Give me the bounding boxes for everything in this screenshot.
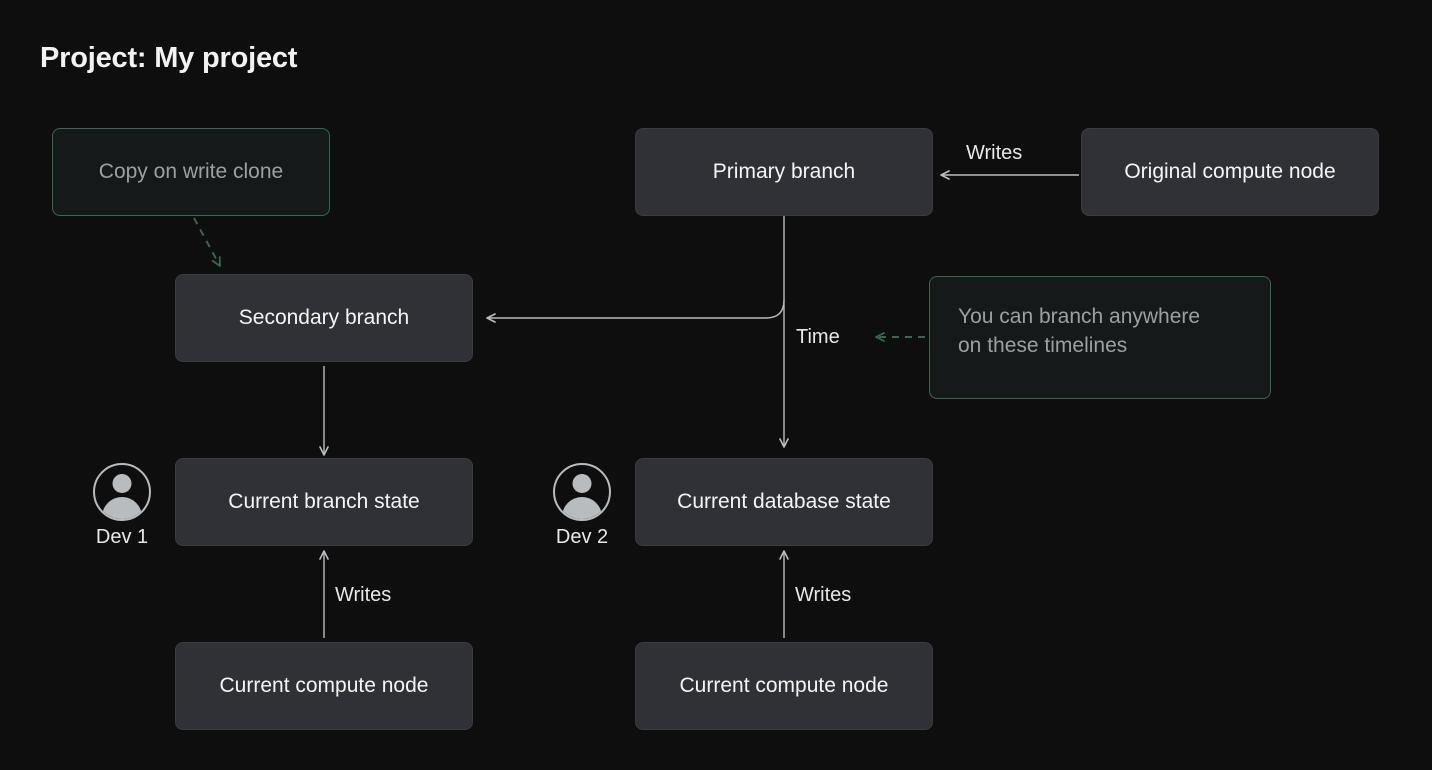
node-current-branch-state[interactable]: Current branch state [175, 458, 473, 546]
avatar-body-shape [562, 497, 602, 519]
page-title: Project: My project [40, 42, 298, 74]
node-primary-branch[interactable]: Primary branch [635, 128, 933, 216]
avatar-group-dev-2: Dev 2 [553, 463, 611, 549]
edge-label-time: Time [796, 326, 840, 348]
edge-clone-to-secondary-branch [193, 217, 221, 267]
edge-label-writes-right: Writes [795, 584, 852, 606]
avatar-head-shape [112, 474, 132, 493]
node-current-compute-node-right[interactable]: Current compute node [635, 642, 933, 730]
edge-label-writes-top: Writes [966, 142, 1023, 164]
edge-label-writes-left: Writes [335, 584, 392, 606]
edge-primary-to-secondary-branch [486, 299, 785, 323]
node-current-database-state[interactable]: Current database state [635, 458, 933, 546]
node-original-compute-node[interactable]: Original compute node [1081, 128, 1379, 216]
node-copy-on-write-clone[interactable]: Copy on write clone [52, 128, 330, 216]
avatar-body-shape [102, 497, 142, 519]
avatar-label-dev-1: Dev 1 [95, 526, 149, 548]
avatar-head-shape [572, 474, 592, 493]
node-secondary-branch[interactable]: Secondary branch [175, 274, 473, 362]
avatar-label-dev-2: Dev 2 [555, 526, 609, 548]
node-branch-anywhere-note[interactable]: You can branch anywhere on these timelin… [929, 276, 1271, 399]
note-line-1: You can branch anywhere [958, 305, 1201, 328]
user-avatar-icon [93, 463, 151, 521]
user-avatar-icon [553, 463, 611, 521]
node-current-compute-node-left[interactable]: Current compute node [175, 642, 473, 730]
note-line-2: on these timelines [958, 333, 1128, 357]
avatar-group-dev-1: Dev 1 [93, 463, 151, 549]
